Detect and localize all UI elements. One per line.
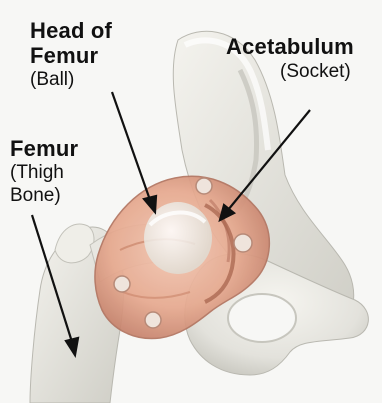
label-femur-subtitle-line1: (Thigh [10, 162, 78, 184]
label-head-of-femur-line1: Head of [30, 18, 112, 43]
label-head-of-femur-line2: Femur [30, 43, 112, 68]
obturator-foramen [228, 294, 296, 342]
label-femur-title: Femur [10, 136, 78, 161]
label-head-of-femur: Head of Femur (Ball) [30, 18, 112, 90]
label-head-of-femur-subtitle: (Ball) [30, 69, 112, 91]
label-acetabulum-subtitle: (Socket) [280, 61, 354, 83]
label-femur: Femur (Thigh Bone) [10, 136, 78, 207]
label-femur-subtitle-line2: Bone) [10, 185, 78, 207]
label-acetabulum: Acetabulum (Socket) [226, 34, 354, 83]
label-acetabulum-title: Acetabulum [226, 34, 354, 59]
